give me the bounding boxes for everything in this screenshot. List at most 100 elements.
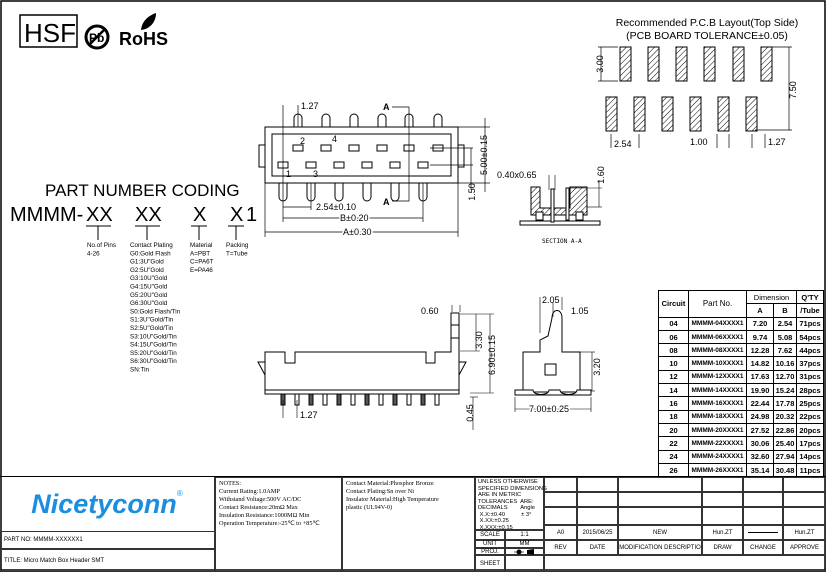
- pin-label-2: 2: [300, 136, 305, 146]
- scale-label: SCALE: [475, 530, 505, 540]
- dim-a: A±0.30: [343, 227, 371, 237]
- contact: [417, 161, 429, 169]
- dim-pad-length: 3.00: [595, 55, 605, 73]
- hsf-box: [19, 14, 78, 48]
- part-no: PART NO: MMMM-XXXXXX1: [0, 531, 215, 549]
- revision-cell-empty: [577, 492, 618, 507]
- cell-b: 10.16: [773, 356, 797, 371]
- pcb-pad: [619, 46, 632, 82]
- dim-body-height: 3.20: [592, 358, 602, 376]
- cell-part: MMMM-16XXXX1: [688, 396, 747, 411]
- registered-mark: ®: [176, 489, 183, 498]
- pcb-pad: [647, 46, 660, 82]
- cell-a: 27.52: [746, 422, 774, 438]
- cell-part: MMMM-26XXXX1: [688, 462, 747, 478]
- svg-text:X: X: [230, 204, 243, 226]
- header-circuit: Circuit: [658, 290, 689, 318]
- dim-pin-size: 0.40x0.65: [497, 170, 537, 180]
- sheet-label: SHEET: [475, 555, 505, 572]
- pcb-pad: [745, 96, 758, 132]
- end-view: [514, 297, 595, 412]
- legend-material-line: Material: [190, 242, 212, 249]
- pcb-layout: Recommended P.C.B Layout(Top Side) (PCB …: [595, 17, 798, 149]
- dim-width: 5.00±0.15: [479, 135, 489, 175]
- cell-qty: 44pcs: [796, 343, 824, 358]
- cell-part: MMMM-06XXXX1: [688, 329, 747, 345]
- svg-text:XX: XX: [135, 204, 162, 226]
- rev-header-draw: DRAW: [702, 540, 743, 555]
- legend-material-line: E=PA46: [190, 267, 213, 274]
- rev-header-change: CHANGE: [743, 540, 783, 555]
- revision-cell-empty: [783, 492, 826, 507]
- revision-date: 2015/06/25: [577, 525, 618, 540]
- cell-a: 22.44: [746, 396, 774, 411]
- top-pin: [349, 113, 359, 130]
- legend-material-line: C=PA6T: [190, 259, 214, 266]
- contact: [320, 144, 332, 152]
- legend-plating-line: Contact Plating: [130, 242, 173, 249]
- contact: [376, 144, 388, 152]
- legend-packing-line: Packing: [226, 242, 249, 249]
- cell-b: 30.48: [773, 462, 797, 478]
- cell-circuit: 10: [658, 356, 689, 371]
- legend-plating-line: G0:Gold Flash: [130, 250, 171, 257]
- dim-top-offset: 1.27: [301, 101, 319, 111]
- cell-a: 7.20: [746, 316, 774, 331]
- revision-approve: Hun.ZT: [783, 525, 826, 540]
- cell-a: 24.98: [746, 409, 774, 424]
- cell-part: MMMM-20XXXX1: [688, 422, 747, 438]
- hsf-label: HSF: [24, 18, 76, 48]
- header-tube: /Tube: [796, 303, 824, 318]
- legend-plating-line: S4:15U"Gold/Tin: [130, 342, 177, 349]
- cell-b: 5.08: [773, 329, 797, 345]
- contact: [348, 144, 360, 152]
- header-a: A: [746, 303, 774, 318]
- revision-cell-empty: [618, 477, 702, 492]
- cell-a: 19.90: [746, 383, 774, 398]
- dim-row-span: 7.50: [788, 81, 798, 99]
- certification-logos: HSF Pb RoHS: [19, 13, 168, 50]
- revision-cell-empty: [783, 477, 826, 492]
- dim-post-height: 3.30: [474, 331, 484, 349]
- cell-b: 27.94: [773, 449, 797, 464]
- top-view: [258, 105, 490, 237]
- tolerances: UNLESS OTHERWISE SPECIFIED DIMENSIONS AR…: [475, 477, 547, 531]
- title-block: Nicetyconn ® PART NO: MMMM-XXXXXX1 TITLE…: [0, 476, 826, 572]
- cell-part: MMMM-18XXXX1: [688, 409, 747, 424]
- part-coding-title: PART NUMBER CODING: [45, 181, 240, 200]
- cell-qty: 17pcs: [796, 436, 824, 451]
- legend-plating-line: G5:20U"Gold: [130, 292, 168, 299]
- rev-header-date: DATE: [577, 540, 618, 555]
- legend-plating-line: G6:30U"Gold: [130, 300, 168, 307]
- section-mark-top: A: [383, 102, 390, 112]
- svg-text:1: 1: [246, 204, 257, 226]
- pcb-pad: [633, 96, 646, 132]
- revision-cell-empty: [743, 477, 783, 492]
- dimension-table: Circuit Part No. Dimension Q'TY A B /Tub…: [658, 289, 824, 478]
- projection-icon: [505, 548, 544, 555]
- legend-plating-line: S1:3U"Gold/Tin: [130, 317, 174, 324]
- side-foot: [264, 389, 460, 395]
- cell-part: MMMM-12XXXX1: [688, 369, 747, 385]
- revision-cell-empty: [702, 492, 743, 507]
- legend-pins-line: No.of Pins: [87, 242, 116, 249]
- rev-header-rev: REV: [544, 540, 577, 555]
- cell-qty: 54pcs: [796, 329, 824, 345]
- header-dimension: Dimension: [746, 289, 797, 305]
- scale-value: 1:1: [505, 530, 544, 540]
- leaf-icon: [141, 13, 156, 30]
- unit-label: UNIT: [475, 540, 505, 548]
- cell-circuit: 24: [658, 449, 689, 464]
- cell-b: 20.32: [773, 409, 797, 424]
- legend-plating-line: S2:5U"Gold/Tin: [130, 325, 174, 332]
- proj-label: PROJ.: [475, 548, 505, 555]
- pcb-layout-title: Recommended P.C.B Layout(Top Side): [616, 17, 799, 29]
